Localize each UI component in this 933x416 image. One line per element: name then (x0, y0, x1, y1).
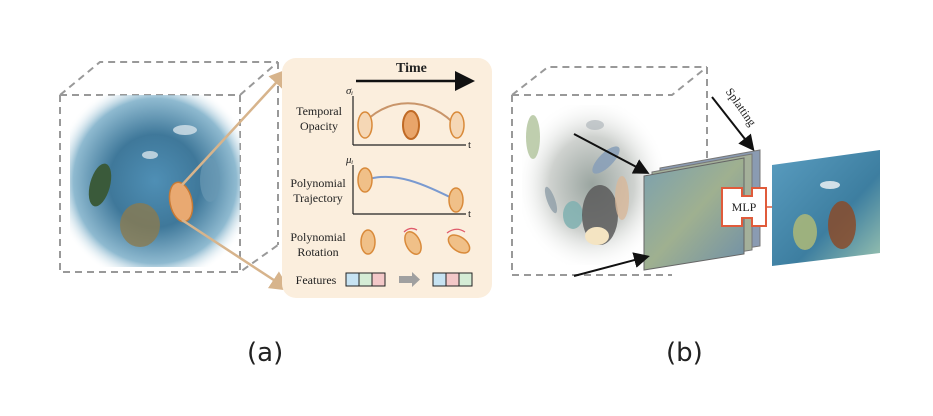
opacity-axis-x-label: t (468, 139, 472, 151)
opacity-label-line2: Opacity (300, 119, 338, 133)
trajectory-label-line1: Polynomial (290, 176, 346, 190)
panel-a-detail-box (282, 58, 492, 298)
opacity-axes (352, 96, 466, 146)
rotation-gaussian-2 (404, 230, 422, 256)
trajectory-gaussian-1 (357, 167, 373, 193)
zoom-line-top (181, 68, 290, 186)
mlp-label: MLP (731, 200, 757, 214)
rotation-label-line1: Polynomial (290, 230, 346, 244)
opacity-gaussian-1 (357, 111, 373, 139)
rotation-arrow-1 (403, 227, 418, 233)
subfigure-label-b: (b) (666, 338, 703, 368)
opacity-gaussian-3 (449, 111, 465, 139)
features-left (345, 272, 386, 287)
trajectory-gaussian-2 (448, 187, 464, 213)
subfigure-label-a: (a) (247, 338, 284, 368)
splatting-arrow (711, 96, 755, 152)
opacity-axis-y-label: σᵢ (346, 85, 354, 97)
arrow-bottom (573, 252, 650, 277)
opacity-gaussian-2 (402, 110, 420, 140)
rotation-gaussian-1 (360, 229, 376, 255)
rotation-arrow-2 (446, 228, 466, 234)
time-label: Time (396, 61, 427, 76)
rotation-gaussian-3 (447, 234, 471, 254)
trajectory-axis-y-label: μᵢ (346, 154, 354, 166)
opacity-label-line1: Temporal (296, 104, 342, 118)
arrow-top (573, 133, 650, 174)
trajectory-curve (365, 175, 457, 201)
features-arrow (399, 272, 420, 287)
mlp-box (721, 187, 767, 227)
trajectory-axis-x-label: t (468, 208, 472, 220)
features-label: Features (295, 273, 337, 287)
rendered-image (772, 150, 880, 266)
rotation-label-line2: Rotation (297, 245, 339, 259)
feature-map-stack (643, 149, 761, 271)
trajectory-axes (352, 165, 466, 215)
panel-b-gaussian-cloud (522, 105, 662, 265)
trajectory-label-line2: Trajectory (293, 191, 343, 205)
features-right (432, 272, 473, 287)
zoom-line-bottom (181, 218, 291, 291)
